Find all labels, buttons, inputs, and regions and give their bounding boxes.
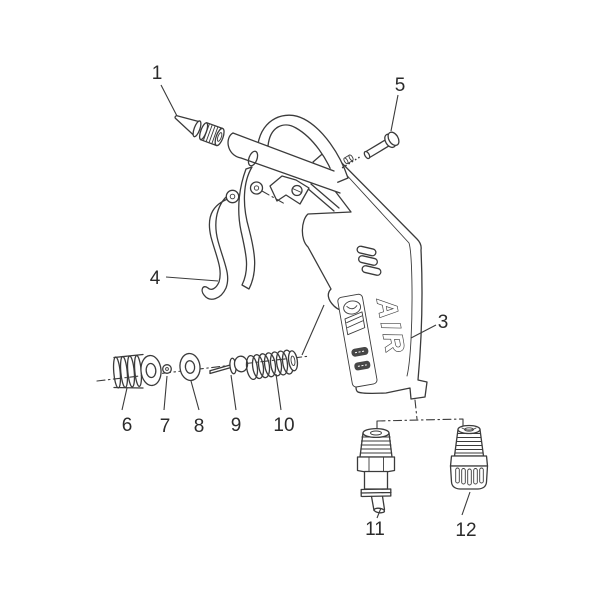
trigger-rear-band bbox=[238, 166, 256, 290]
fittings-drawing bbox=[356, 399, 489, 514]
trigger-alignment-line bbox=[261, 190, 286, 205]
gun-handle-outline bbox=[301, 148, 428, 400]
callout-number-3: 3 bbox=[438, 312, 449, 333]
part-9-valve-stem bbox=[209, 355, 249, 375]
part-7-valve-nut bbox=[162, 364, 172, 374]
part-6-coupler-cap bbox=[112, 353, 162, 389]
part-8-washer bbox=[179, 352, 201, 382]
callout-number-6: 6 bbox=[122, 415, 133, 436]
callout-leader-8 bbox=[190, 380, 200, 411]
part-10-spring bbox=[245, 349, 299, 381]
callout-number-1: 1 bbox=[152, 63, 163, 84]
callout-leader-3 bbox=[410, 324, 437, 339]
callout-number-4: 4 bbox=[150, 268, 161, 289]
gun-body-drawing: AIR bbox=[227, 114, 428, 400]
callout-leader-6 bbox=[121, 387, 128, 411]
part-11-inlet-connector bbox=[356, 427, 396, 514]
trigger-drawing bbox=[201, 166, 264, 300]
pivot-pin-drawing bbox=[340, 131, 400, 170]
callout-number-12: 12 bbox=[455, 520, 476, 541]
callout-layer: 1 3 4 5 6 7 8 9 10 11 12 bbox=[121, 63, 477, 541]
valve-centerline bbox=[96, 355, 311, 382]
nozzle-threads bbox=[203, 123, 222, 145]
callout-leader-12 bbox=[461, 491, 471, 516]
trigger-pivot-hole bbox=[249, 181, 264, 195]
callout-number-8: 8 bbox=[194, 416, 205, 437]
fitting-connector-line bbox=[376, 399, 464, 433]
callout-leader-7 bbox=[163, 375, 168, 411]
hang-loop bbox=[257, 114, 349, 184]
callout-number-10: 10 bbox=[273, 415, 294, 436]
callout-number-5: 5 bbox=[395, 75, 406, 96]
pin-ferrule bbox=[343, 154, 354, 165]
valve-to-gun-leader bbox=[301, 304, 325, 356]
nozzle-drawing bbox=[174, 114, 225, 147]
trigger-pivot-hole bbox=[225, 189, 240, 204]
trigger-linkage bbox=[269, 175, 340, 212]
callout-number-9: 9 bbox=[231, 415, 242, 436]
coupler-knurl-slots bbox=[455, 467, 484, 486]
callout-leader-9 bbox=[230, 374, 237, 411]
gun-ridge-line bbox=[341, 169, 413, 377]
callout-number-7: 7 bbox=[160, 416, 171, 437]
gun-barrel bbox=[227, 132, 341, 194]
valve-parts-drawing bbox=[96, 304, 325, 389]
brand-label bbox=[337, 293, 378, 388]
callout-leader-10 bbox=[275, 373, 282, 411]
pin-alignment-dots bbox=[340, 156, 360, 170]
callout-leader-11 bbox=[376, 507, 382, 519]
callout-leader-4 bbox=[165, 276, 219, 282]
callout-leader-1 bbox=[160, 84, 178, 117]
grip-vent-slots bbox=[356, 245, 382, 276]
trigger-front-band bbox=[201, 190, 238, 300]
callout-number-11: 11 bbox=[365, 519, 385, 540]
part-12-quick-coupler bbox=[449, 424, 489, 490]
callout-leader-5 bbox=[390, 94, 399, 132]
